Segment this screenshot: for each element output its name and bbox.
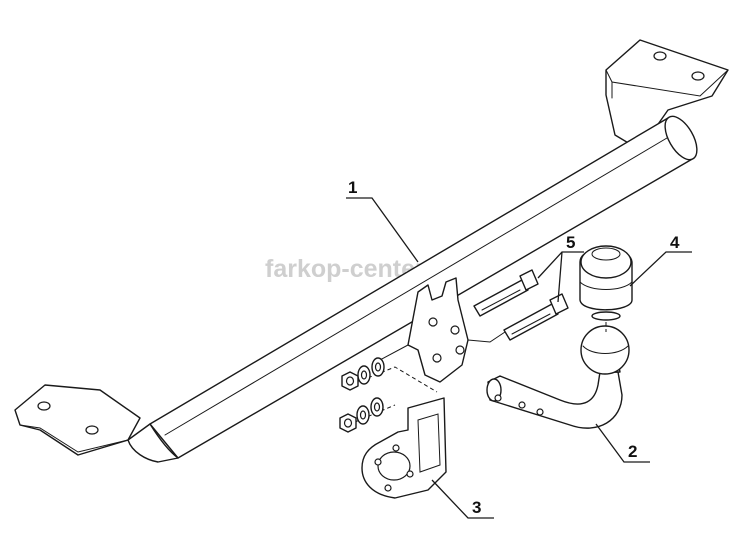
- callout-5: 5: [537, 233, 584, 303]
- callout-label-2: 2: [628, 442, 637, 461]
- callout-label-4: 4: [670, 233, 680, 252]
- callout-4: 4: [629, 233, 692, 287]
- ball-neck-arm: [487, 371, 623, 429]
- left-mounting-plate: [14, 384, 141, 456]
- callout-3: 3: [431, 479, 494, 519]
- callout-2: 2: [595, 423, 650, 463]
- callout-label-3: 3: [472, 498, 481, 517]
- nuts-and-washers: [339, 357, 438, 433]
- callout-1: 1: [346, 178, 419, 263]
- callout-label-1: 1: [348, 178, 357, 197]
- right-mounting-plate: [605, 39, 729, 151]
- ball-cover-part-4: [579, 245, 633, 332]
- beam-end-cap: [664, 115, 698, 161]
- socket-bracket-part-3: [361, 397, 447, 499]
- bolts-part-5: [473, 269, 569, 341]
- cross-beam-part-1: [14, 39, 729, 463]
- ball-neck-part-2: [486, 325, 630, 429]
- tow-ball: [580, 325, 630, 375]
- callout-label-5: 5: [566, 233, 575, 252]
- hitch-mount-plate: [407, 277, 469, 383]
